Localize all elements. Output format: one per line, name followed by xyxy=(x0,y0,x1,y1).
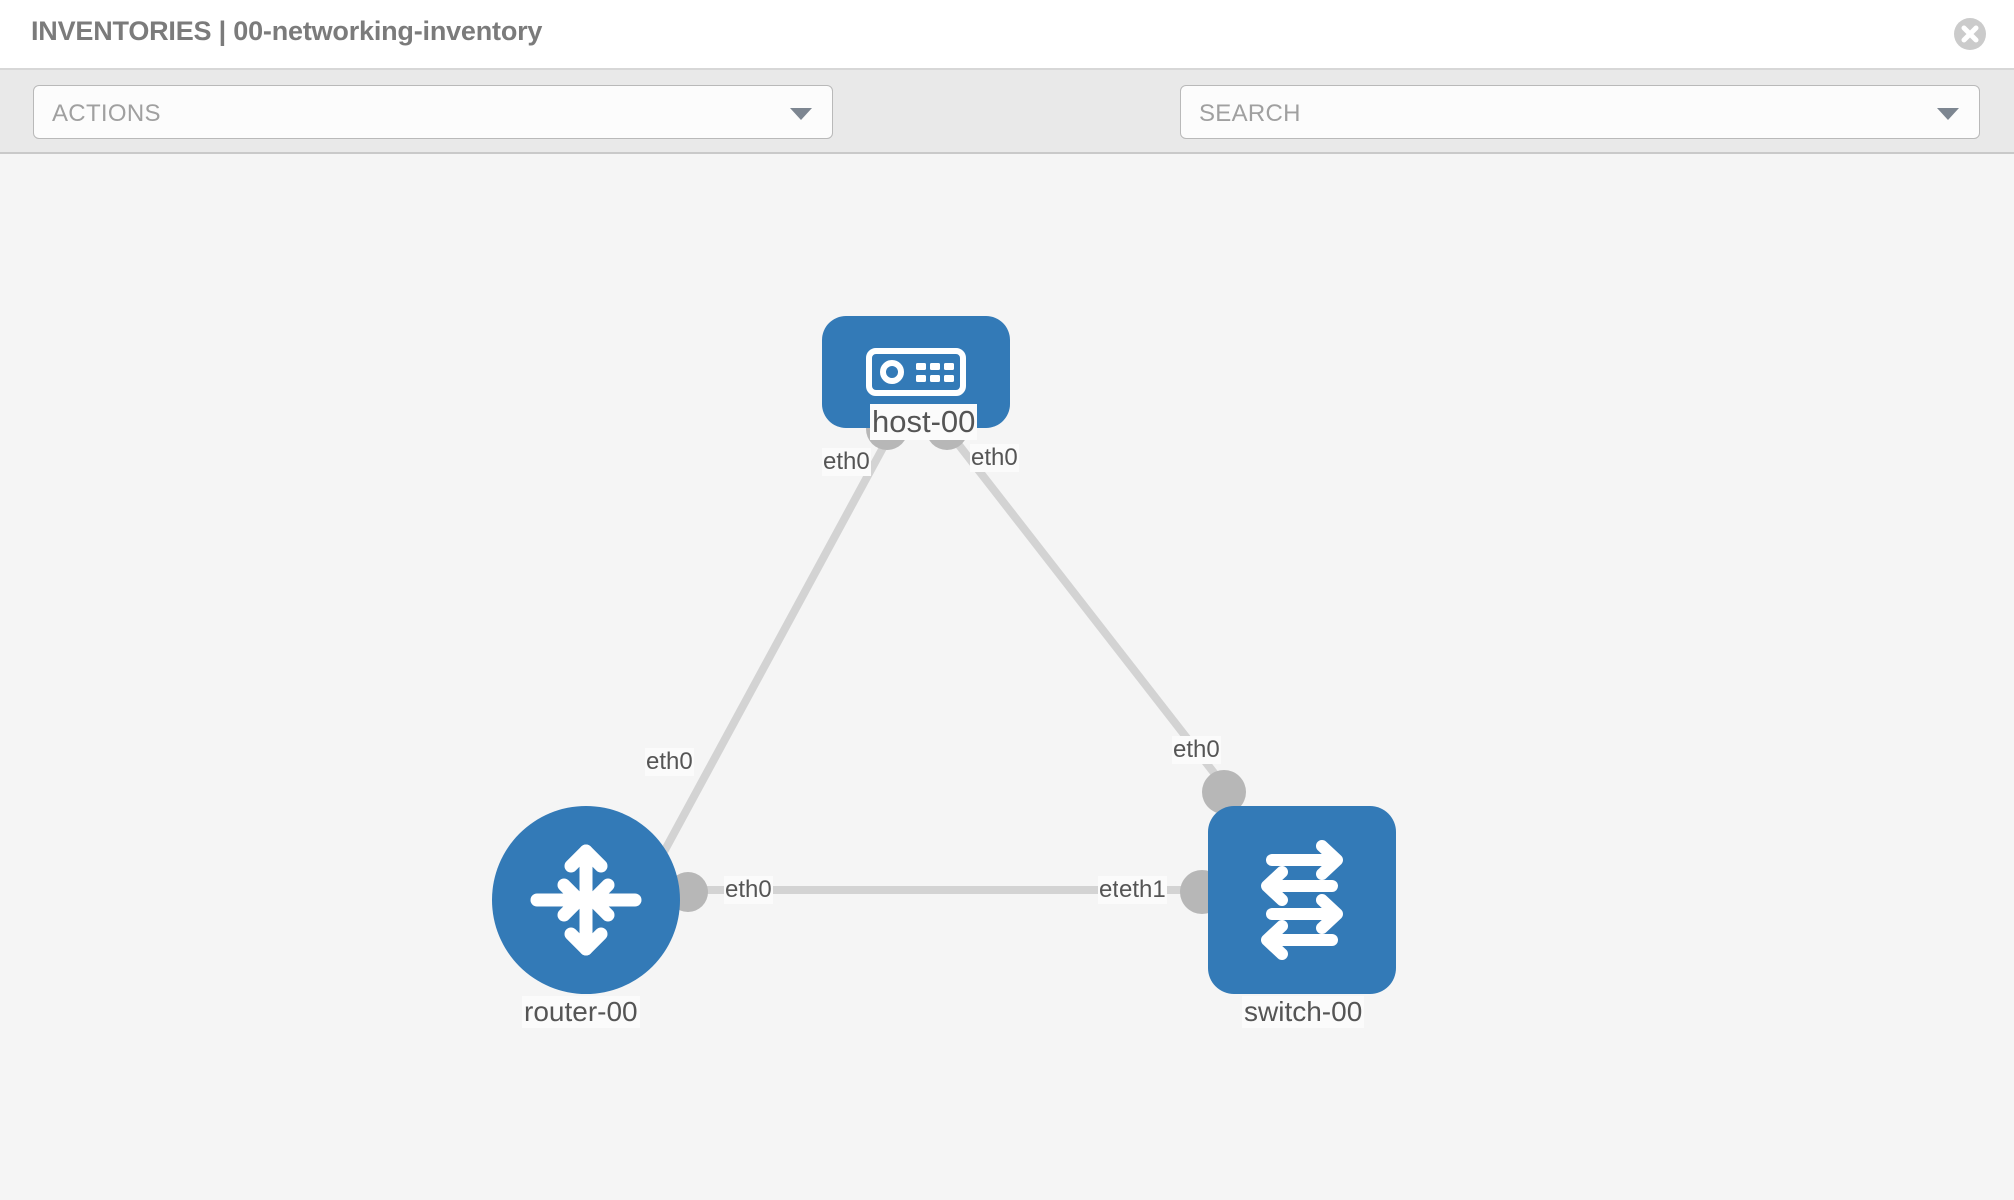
server-icon xyxy=(866,348,966,396)
page-title: INVENTORIES | 00-networking-inventory xyxy=(31,16,543,46)
search-input[interactable]: SEARCH xyxy=(1180,85,1980,139)
search-placeholder-label: SEARCH xyxy=(1199,100,1301,127)
toolbar: ACTIONS SEARCH xyxy=(0,70,2014,206)
topology-links xyxy=(636,428,1236,898)
actions-dropdown[interactable]: ACTIONS xyxy=(33,85,833,139)
chevron-down-icon xyxy=(790,108,812,120)
switch-arrows-icon xyxy=(1261,840,1343,960)
node-switch-00-shape[interactable] xyxy=(1208,806,1396,994)
edge-label-router-right: eth0 xyxy=(724,876,773,904)
edge-label-switch-left-b: eth1 xyxy=(1118,876,1167,904)
node-host-00-label: host-00 xyxy=(870,404,978,440)
edge-label-host-left: eth0 xyxy=(822,448,871,476)
close-icon[interactable] xyxy=(1952,16,1988,52)
node-switch-00-label: switch-00 xyxy=(1242,996,1365,1028)
node-router-00-label: router-00 xyxy=(522,996,640,1028)
node-router-00-shape[interactable] xyxy=(492,806,680,994)
edge-label-host-right: eth0 xyxy=(970,444,1019,472)
actions-dropdown-label: ACTIONS xyxy=(52,100,161,127)
router-arrows-icon xyxy=(530,844,642,956)
edge-label-router-up: eth0 xyxy=(645,748,694,776)
edge-label-switch-up: eth0 xyxy=(1172,736,1221,764)
topology-canvas[interactable]: host-00 rout xyxy=(0,156,2014,1200)
chevron-down-icon xyxy=(1937,108,1959,120)
page-header: INVENTORIES | 00-networking-inventory xyxy=(0,0,2014,70)
